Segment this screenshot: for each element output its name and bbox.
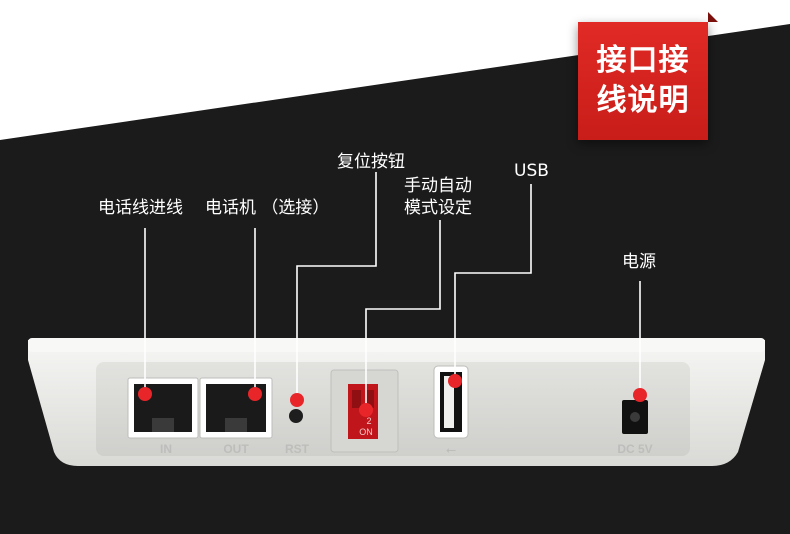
port-in-label: IN [160,442,172,456]
marker-power [633,388,647,402]
usb-symbol: ⭠ [446,443,456,458]
label-manual-mode-line2: 模式设定 [404,198,472,218]
label-phone-out: 电话机 （选接） [205,198,330,218]
dip-on-label: ON [359,427,373,437]
label-usb: USB [514,161,549,181]
marker-reset [290,393,304,407]
reset-port-label: RST [285,442,310,456]
marker-in [138,387,152,401]
rj11-port-out [199,377,273,439]
dc-label: DC 5V [617,442,652,456]
reset-hole [289,409,303,423]
label-manual-mode: 手动自动 模式设定 [404,175,494,219]
dip-number: 2 [366,416,371,426]
marker-dip [359,403,373,417]
rj11-port-in [127,377,199,439]
badge-fold [708,12,718,22]
leader-lines [144,172,641,410]
interface-badge: 接口接 线说明 [578,22,708,140]
dc-jack [622,400,648,434]
label-reset: 复位按钮 [337,152,405,172]
markers [138,374,647,417]
badge-title-line2: 线说明 [596,83,690,118]
label-manual-mode-line1: 手动自动 [404,176,472,196]
label-phone-line-in: 电话线进线 [98,198,183,218]
port-out-label: OUT [223,442,249,456]
marker-usb [448,374,462,388]
badge-title-line1: 接口接 [596,43,690,78]
label-power: 电源 [622,252,656,272]
marker-out [248,387,262,401]
